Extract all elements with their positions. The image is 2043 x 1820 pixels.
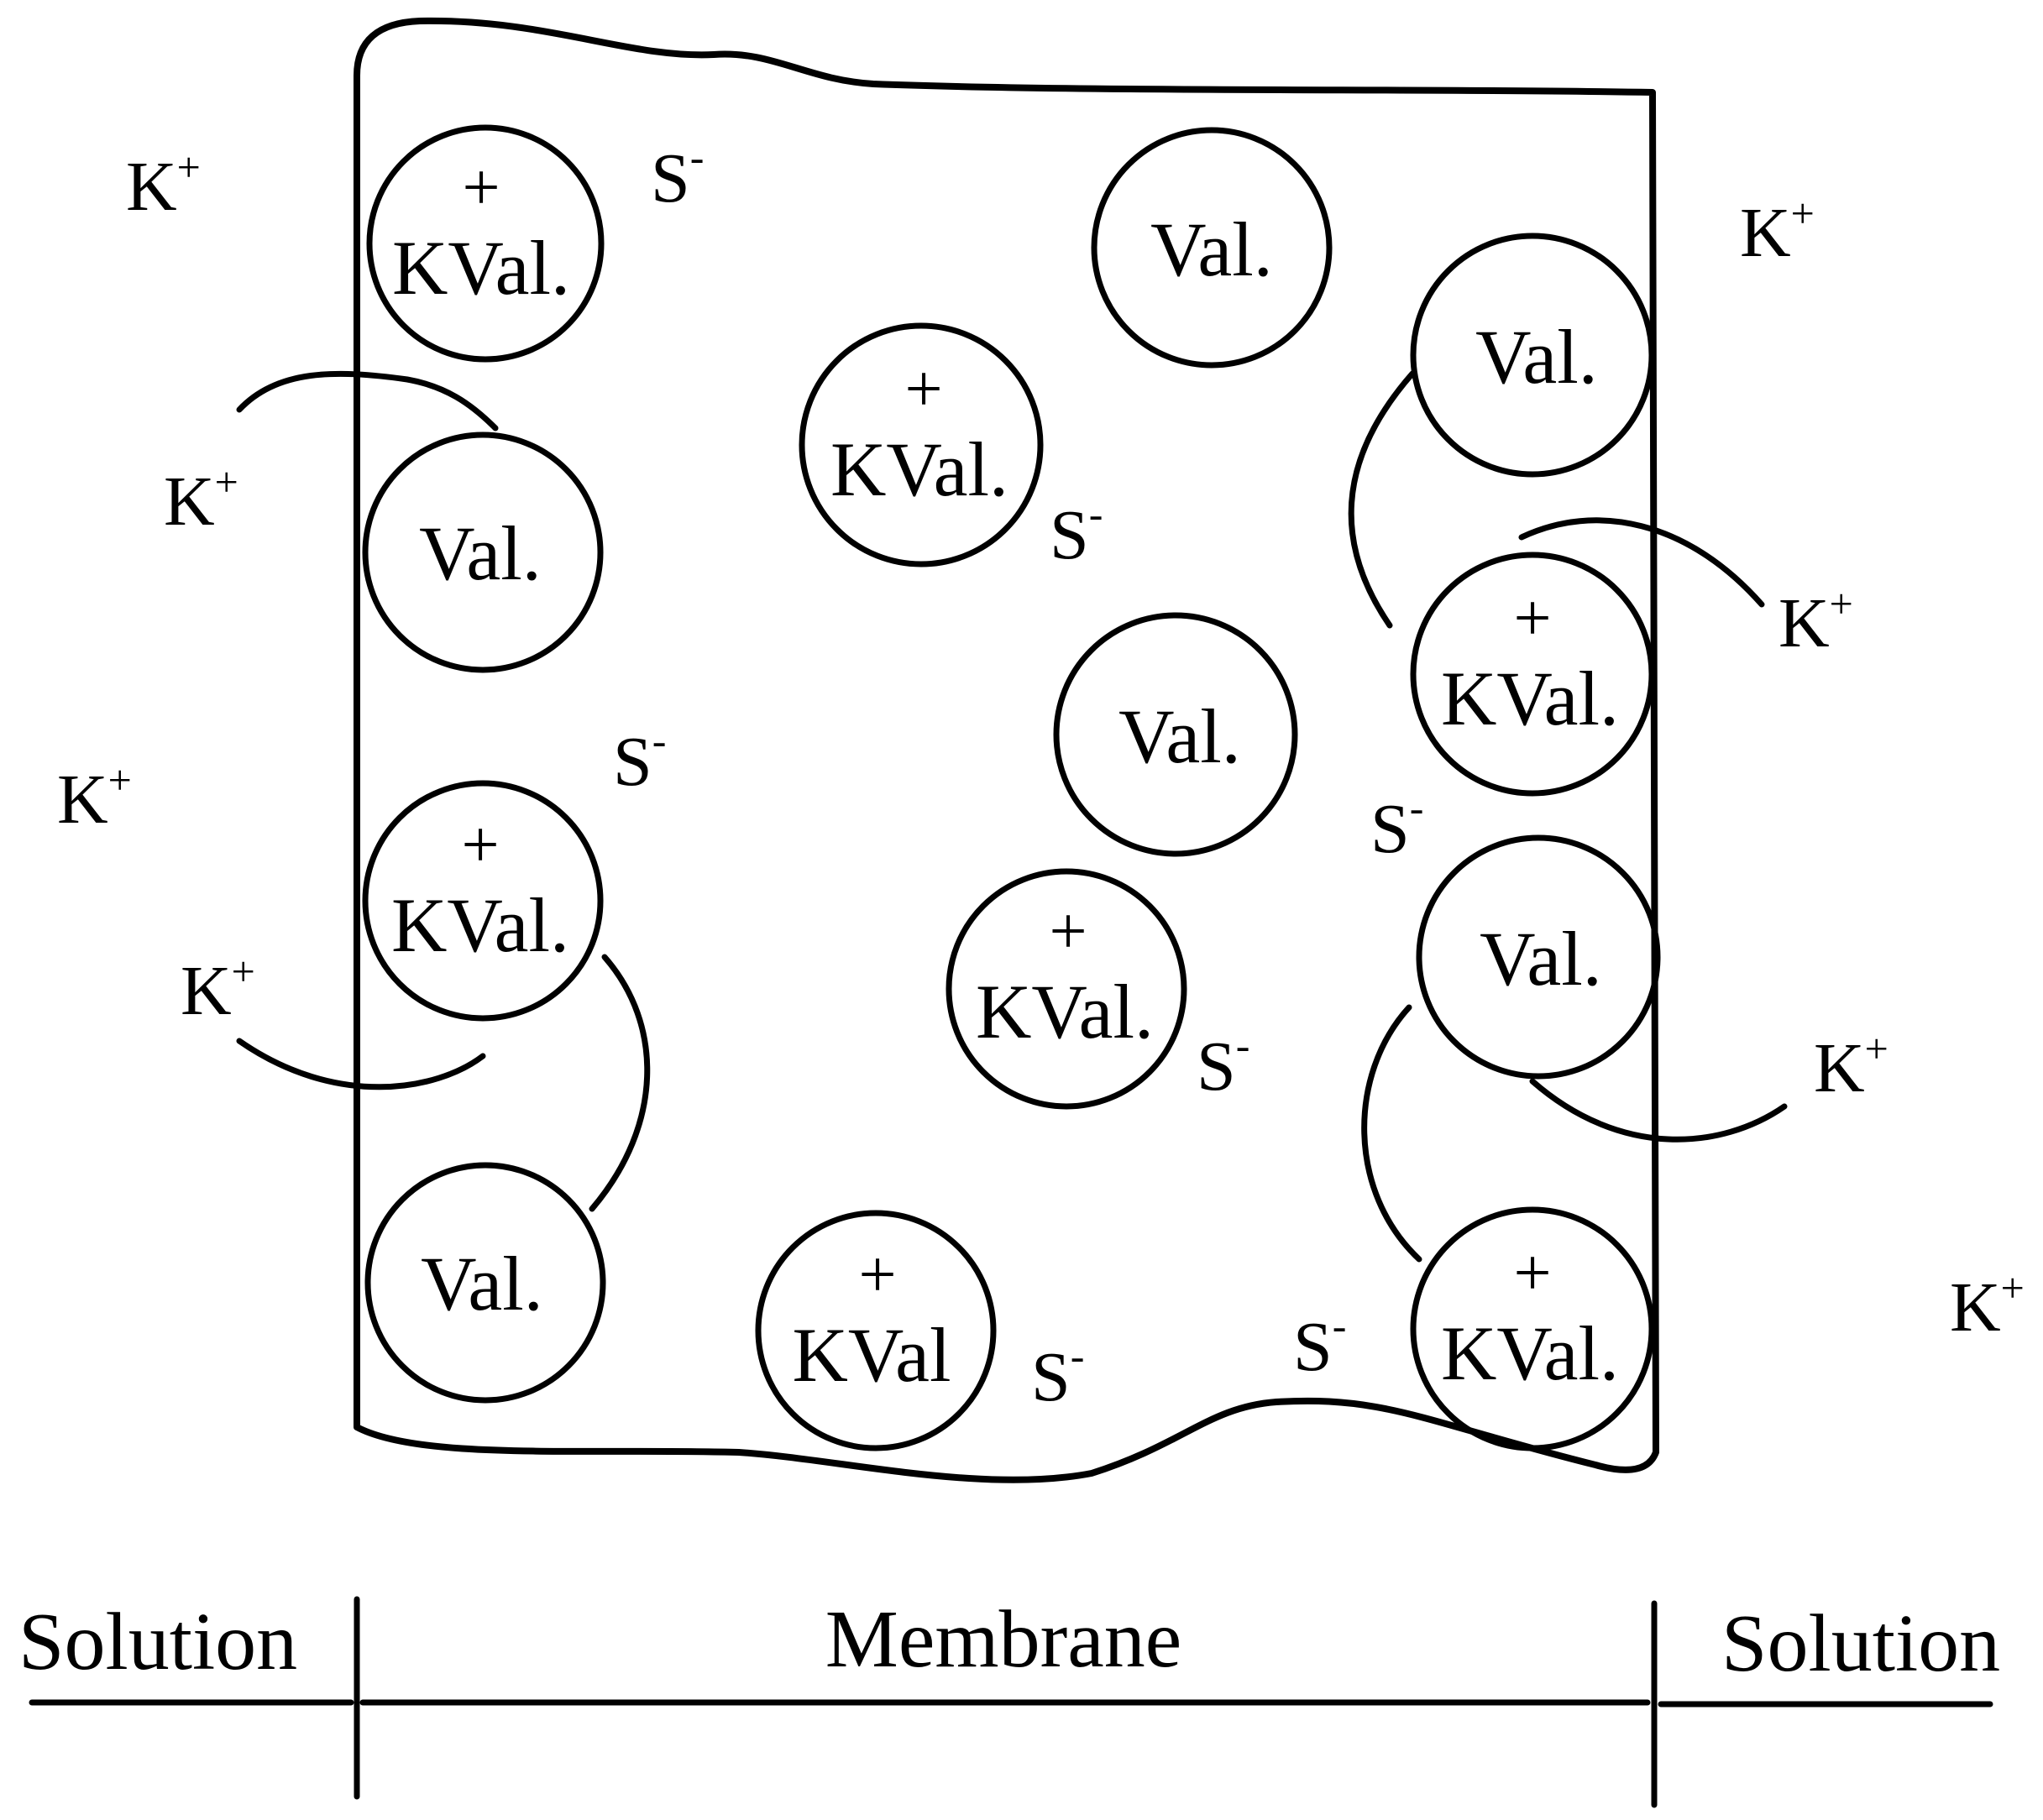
k-ion-label: K+ [164,458,238,541]
kval-complex-4: + KVal. [946,868,1187,1110]
left-solution-label: Solution [18,1597,297,1687]
complex-label: KVal. [391,882,569,968]
plus-charge: + [858,1238,896,1312]
complex-cross-arrow [1361,1004,1422,1263]
kval-complex-5: + KVal [755,1210,997,1451]
val-carrier-1: Val. [362,431,604,673]
k-ion-label: K+ [1950,1264,2025,1347]
complex-label: KVal. [1441,1310,1619,1396]
plus-charge: + [904,353,942,426]
kval-complex-1: + KVal. [366,124,605,363]
val-carrier-2: Val. [364,1162,606,1404]
k-ion-label: K+ [57,756,132,839]
carrier-return-arrow [589,954,651,1212]
carrier-label: Val. [1150,207,1273,292]
carrier-label: Val. [1118,693,1241,779]
carrier-label: Val. [421,1241,543,1326]
complex-label: KVal. [392,225,570,311]
plus-charge: + [1049,895,1087,969]
complex-label: KVal. [1441,656,1619,741]
val-carrier-5: Val. [1410,233,1655,478]
complex-label: KVal [792,1312,951,1398]
kval-complex-2: + KVal. [362,780,604,1022]
s-anion-label: S- [1031,1332,1084,1416]
k-uptake-arrow [236,370,499,431]
carrier-label: Val. [1475,314,1598,400]
plus-charge: + [461,808,499,882]
plus-charge: + [1513,1237,1551,1310]
kval-complex-7: + KVal. [1410,1206,1655,1451]
k-release-arrow-right [1518,517,1765,608]
s-anion-label: S- [1293,1302,1346,1386]
carrier-return-arrow-right [1348,370,1416,629]
k-uptake-arrow-right [1529,1078,1788,1143]
membrane-outline [354,17,1659,1483]
s-anion-label: S- [1050,490,1103,574]
val-carrier-4: Val. [1053,612,1298,857]
k-ion-label: K+ [181,948,255,1030]
complex-label: KVal. [830,426,1008,512]
val-carrier-6: Val. [1416,834,1661,1080]
plus-charge: + [1513,582,1551,656]
k-ion-label: K+ [1778,580,1853,662]
plus-charge: + [462,151,500,225]
carrier-label: Val. [419,510,542,596]
kval-complex-3: + KVal. [799,322,1044,567]
k-ion-label: K+ [1814,1025,1888,1107]
k-ion-label: K+ [126,144,201,226]
carrier-label: Val. [1480,916,1602,1002]
s-anion-label: S- [651,133,704,217]
kval-complex-6: + KVal. [1410,552,1655,797]
s-anion-label: S- [613,717,666,801]
val-carrier-3: Val. [1091,127,1333,369]
k-ion-label: K+ [1740,190,1815,272]
k-release-arrow [236,1038,486,1090]
s-anion-label: S- [1197,1022,1249,1106]
s-anion-label: S- [1370,784,1423,868]
right-solution-label: Solution [1721,1598,2000,1689]
membrane-label: Membrane [825,1594,1182,1685]
complex-label: KVal. [976,969,1154,1054]
